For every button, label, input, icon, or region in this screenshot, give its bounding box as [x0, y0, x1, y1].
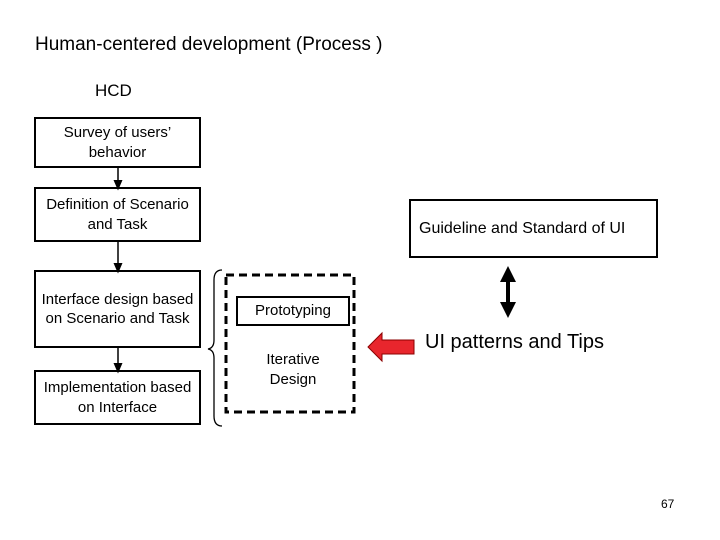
slide-title: Human-centered development (Process )	[35, 34, 383, 55]
red-input-arrow-icon	[367, 331, 415, 363]
step-survey-label: Survey of users’ behavior	[63, 124, 172, 161]
step-definition-label: Definition of Scenario and Task	[46, 196, 189, 233]
guideline-box: Guideline and Standard of UI	[409, 199, 658, 258]
ui-patterns-label: UI patterns and Tips	[425, 331, 604, 353]
double-headed-arrow-icon	[500, 266, 516, 318]
page-number: 67	[661, 497, 675, 511]
iterative-design-label: Iterative Design	[266, 351, 320, 388]
grouping-brace	[207, 269, 223, 427]
step-interface-design-box: Interface design based on Scenario and T…	[34, 270, 201, 348]
step-survey-box: Survey of users’ behavior	[34, 117, 201, 168]
hcd-label: HCD	[95, 81, 132, 100]
prototyping-label: Prototyping	[255, 302, 331, 320]
step-definition-box: Definition of Scenario and Task	[34, 187, 201, 242]
guideline-label: Guideline and Standard of UI	[419, 219, 626, 237]
prototyping-box: Prototyping	[236, 296, 350, 326]
step-interface-design-label: Interface design based on Scenario and T…	[41, 290, 194, 328]
step-implementation-box: Implementation based on Interface	[34, 370, 201, 425]
step-implementation-label: Implementation based on Interface	[43, 379, 192, 416]
